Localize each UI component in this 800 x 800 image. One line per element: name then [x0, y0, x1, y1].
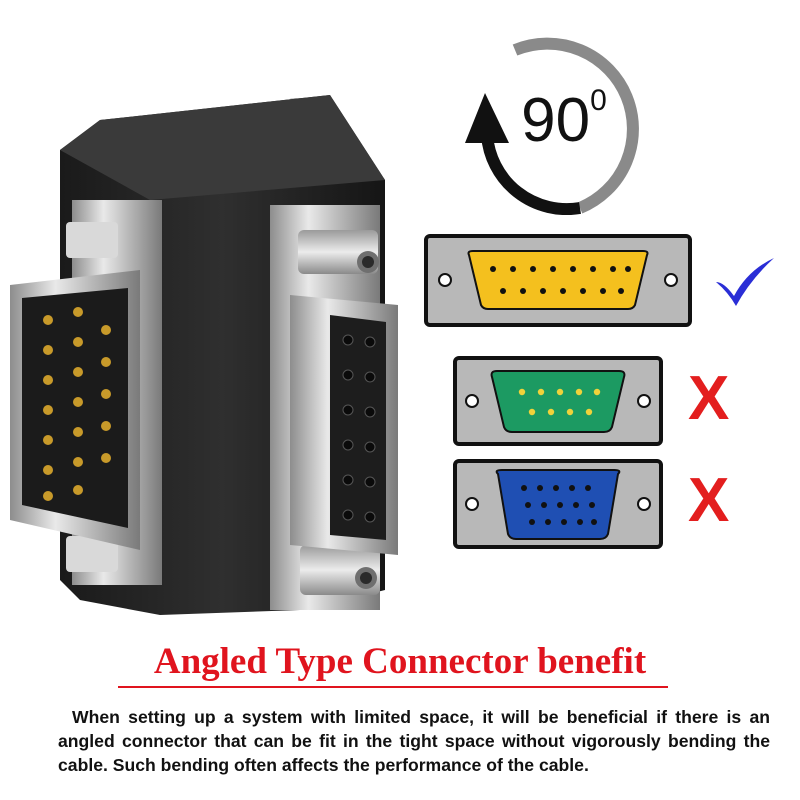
- x-mark-icon: X: [688, 364, 730, 433]
- degree-value: 90: [521, 86, 591, 155]
- db15-connector-icon: [424, 234, 692, 327]
- rotate-arrow-icon: [465, 37, 639, 215]
- checkmark-icon: [716, 258, 774, 306]
- body-paragraph: When setting up a system with limited sp…: [58, 707, 770, 775]
- x-mark-icon: X: [688, 466, 730, 535]
- headline-underline: [118, 686, 668, 688]
- headline: Angled Type Connector benefit: [153, 641, 647, 682]
- angled-adapter-image: [10, 95, 398, 615]
- db9-connector-icon: [453, 356, 663, 446]
- degree-superscript: 0: [590, 84, 607, 117]
- rotation-degree-label: 900: [519, 86, 609, 160]
- vga-connector-icon: [453, 459, 663, 549]
